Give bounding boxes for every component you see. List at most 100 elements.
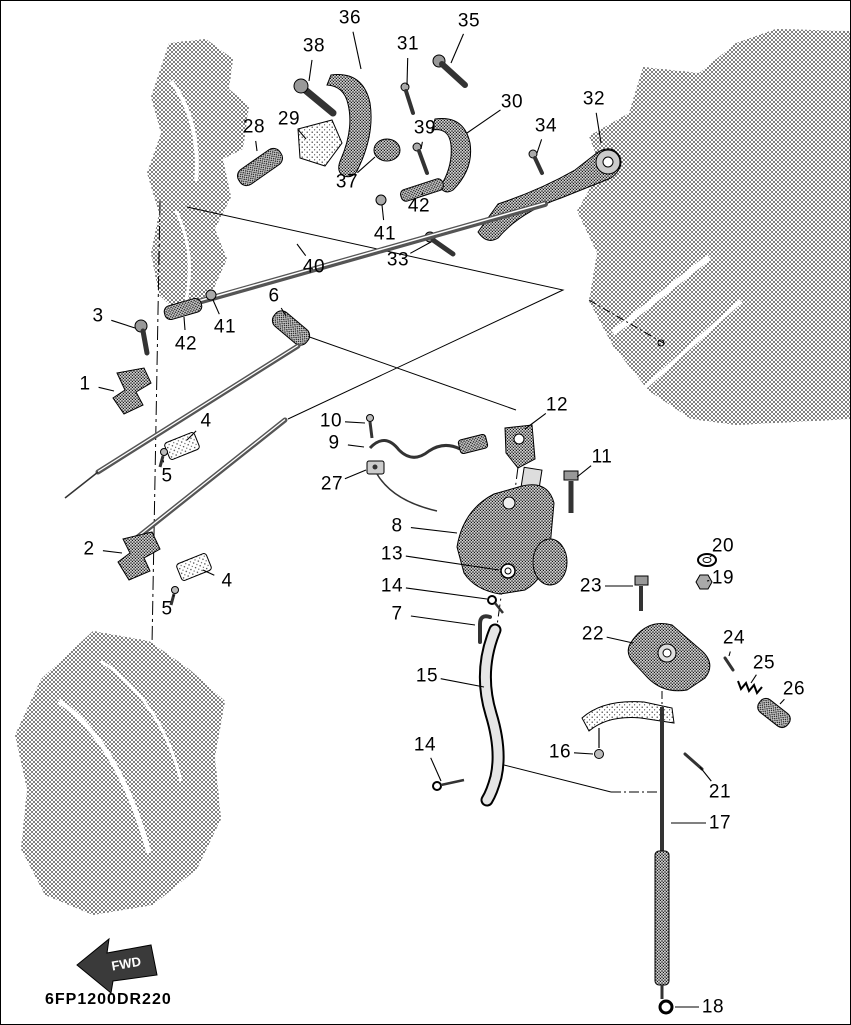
leader-line-6	[280, 307, 287, 317]
leader-lines	[98, 31, 785, 1008]
part-41-pin-left	[205, 289, 217, 301]
part-41-pin-upper	[375, 194, 387, 206]
throttle-cable-upper	[64, 343, 301, 499]
leader-line-4	[202, 569, 215, 576]
part-20-washer	[697, 553, 717, 567]
part-40-rod	[174, 201, 548, 311]
leader-line-32	[595, 112, 602, 144]
leader-line-24	[728, 651, 731, 657]
part-10-pin	[366, 414, 374, 439]
part-13-washer	[500, 563, 516, 579]
vertical-centerline	[151, 200, 161, 646]
part-39-bolt	[412, 142, 429, 175]
part-14-pin-upper	[487, 595, 504, 614]
part-29-plate	[297, 119, 343, 167]
leader-line-29	[297, 129, 307, 140]
leader-line-22	[606, 636, 634, 644]
part-3-bolt	[134, 319, 150, 356]
part-25-spring	[737, 680, 763, 695]
part-1-clamp	[112, 367, 152, 415]
leader-line-15	[440, 678, 485, 688]
leader-line-9	[347, 444, 365, 448]
part-2-clamp	[117, 531, 161, 581]
part-34-bolt	[528, 149, 544, 175]
assembly-guide-line	[300, 333, 517, 411]
reference-point	[657, 339, 665, 347]
part-15-lever	[478, 623, 505, 807]
part-38-bolt	[293, 78, 337, 117]
part-11-bolt	[563, 470, 579, 513]
leader-line-1	[98, 386, 115, 392]
silhouette-highlight	[174, 210, 191, 302]
diagram-code: 6FP1200DR220	[45, 991, 172, 1008]
part-26-grip	[757, 697, 791, 729]
part-4-clamp-lower	[176, 553, 212, 581]
part-6-grip	[271, 310, 311, 346]
part-18-oring	[658, 999, 674, 1015]
part-42-link-upper	[400, 178, 444, 202]
part-19-nut	[695, 574, 713, 590]
leader-line-41	[212, 299, 220, 315]
part-31-pin	[400, 82, 415, 115]
part-35-bolt	[432, 54, 468, 88]
part-21-pin	[683, 752, 704, 771]
leader-line-7	[410, 615, 476, 626]
leader-line-37	[357, 156, 376, 174]
leader-line-11	[576, 465, 592, 478]
fwd-arrow-icon	[76, 937, 158, 994]
leader-line-40	[296, 243, 307, 257]
leader-line-28	[255, 140, 258, 152]
leader-line-21	[699, 766, 712, 782]
leader-line-42	[183, 316, 186, 331]
reference-centerline	[588, 299, 666, 345]
part-23-bolt	[634, 575, 649, 611]
fwd-indicator: FWD	[76, 937, 158, 994]
part-5-screw-upper	[158, 448, 168, 468]
leader-line-5	[172, 594, 175, 597]
leader-line-10	[344, 421, 366, 424]
assembly-centerline	[495, 560, 507, 634]
assembly-guide-line	[499, 763, 612, 793]
part-27-clamp	[366, 460, 438, 512]
leader-line-31	[406, 57, 409, 86]
parts-artwork	[64, 54, 791, 1015]
part-7-link	[478, 614, 492, 644]
leader-line-5	[162, 459, 165, 463]
leader-line-14	[405, 587, 488, 600]
leader-line-3	[111, 319, 136, 329]
leader-line-20	[709, 554, 713, 558]
leader-line-34	[536, 139, 543, 154]
leader-line-25	[750, 674, 757, 684]
fwd-label: FWD	[110, 954, 142, 974]
silhouette-highlight	[169, 79, 199, 182]
part-17-rod	[654, 707, 670, 999]
silhouette-highlight	[639, 299, 743, 393]
leader-line-35	[450, 33, 465, 64]
leader-line-14	[430, 757, 442, 782]
part-12-bracket	[504, 424, 536, 469]
part-16-screw	[594, 728, 604, 759]
silhouette-highlight	[57, 698, 152, 854]
leader-line-33	[410, 241, 432, 254]
mount-plate	[581, 701, 675, 732]
leader-line-4	[186, 430, 197, 441]
leader-line-30	[466, 109, 501, 134]
leader-line-2	[102, 550, 123, 554]
leader-line-26	[779, 698, 785, 705]
part-30-lever	[431, 118, 472, 193]
part-42-link-left	[163, 297, 203, 321]
leader-line-27	[344, 469, 367, 480]
part-36-lever	[326, 74, 372, 178]
leader-line-13	[405, 555, 500, 571]
part-28-grip	[237, 147, 283, 187]
part-9-cable	[368, 433, 489, 459]
part-37-knob	[373, 138, 401, 162]
engine-silhouette-top-right	[577, 29, 850, 425]
leader-line-8	[410, 527, 458, 534]
part-22-bracket	[627, 623, 711, 692]
leader-line-36	[352, 31, 362, 70]
part-8-shift-lever-assembly	[456, 466, 568, 595]
part-32-lever	[477, 148, 622, 241]
